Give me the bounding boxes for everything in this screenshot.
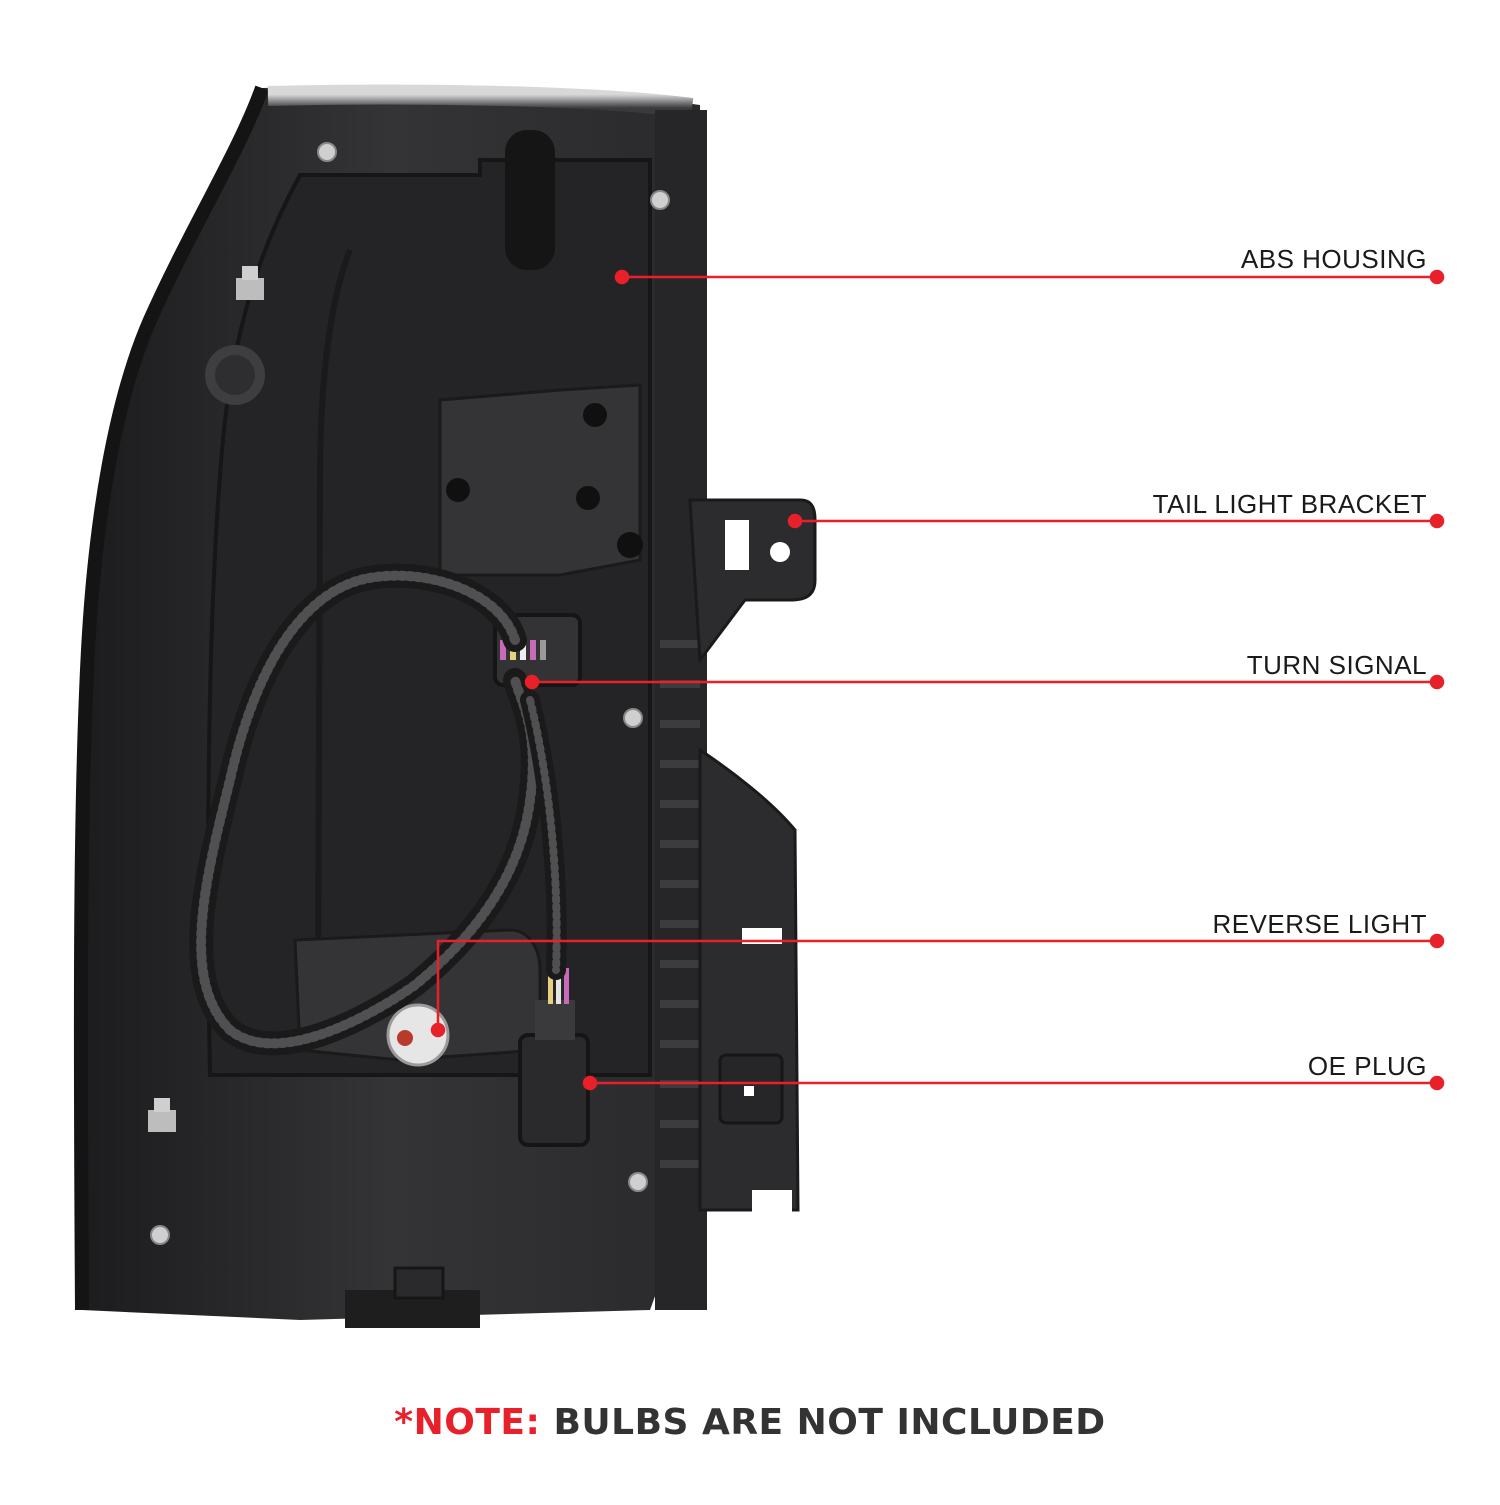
stud-top [236, 278, 264, 300]
callout-lines [430, 269, 1445, 1091]
bulbs-note: *NOTE: BULBS ARE NOT INCLUDED [0, 1402, 1500, 1443]
plate-holes [446, 403, 643, 558]
wiring-harness [189, 563, 567, 1056]
bracket-slot [725, 520, 749, 570]
lens-edge [73, 85, 269, 1311]
stud-bottom [148, 1110, 176, 1132]
right-rail [655, 110, 707, 1310]
note-prefix: *NOTE: [394, 1402, 541, 1443]
bracket-hole [770, 542, 790, 562]
callout-line-reverse-light [436, 939, 1437, 1030]
lower-flange [698, 747, 800, 1212]
oe-plug-pins [548, 968, 569, 1004]
label-oe-plug: OE PLUG [1307, 1051, 1427, 1081]
inner-rib [315, 248, 353, 1001]
label-reverse-light: REVERSE LIGHT [1212, 909, 1427, 939]
rail-ribs [660, 640, 700, 1168]
reverse-socket [386, 1003, 450, 1067]
label-abs-housing: ABS HOUSING [1240, 244, 1427, 274]
screws [150, 142, 670, 1245]
label-turn-signal: TURN SIGNAL [1246, 650, 1427, 680]
label-tail-light-bracket: TAIL LIGHT BRACKET [1152, 489, 1427, 519]
top-edge [267, 84, 694, 118]
top-slot [505, 130, 555, 270]
socket-plate [438, 383, 642, 577]
bracket-tab [688, 498, 817, 665]
note-text: BULBS ARE NOT INCLUDED [553, 1402, 1106, 1443]
oe-plug-body [518, 1033, 590, 1147]
